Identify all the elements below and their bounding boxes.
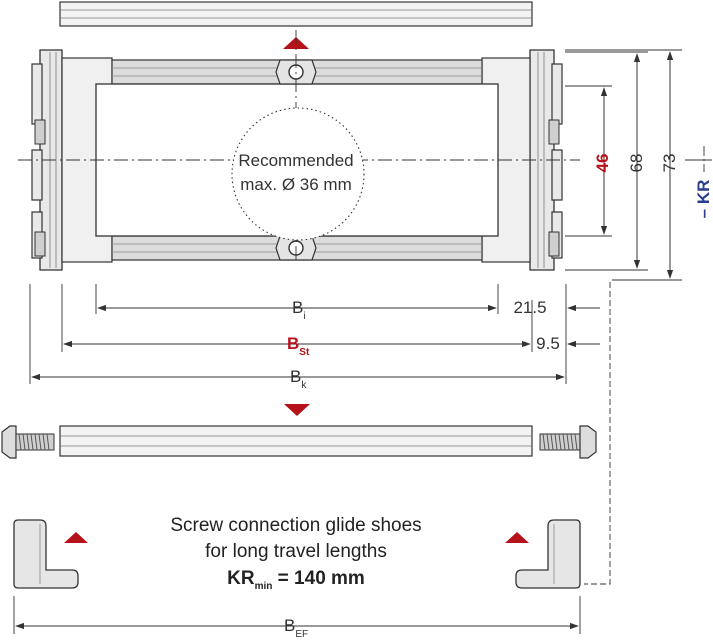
glide-shoe-arrow-right bbox=[505, 532, 529, 543]
dim-46-label: 46 bbox=[593, 154, 612, 173]
glide-shoe-right bbox=[515, 519, 581, 589]
recommended-label-line1: Recommended bbox=[238, 151, 353, 170]
kr-guide-line bbox=[584, 282, 611, 585]
kr-min-note: KRmin = 140 mm bbox=[227, 568, 365, 592]
chain-link-cross-section bbox=[18, 30, 580, 271]
bi-label: Bi bbox=[292, 298, 306, 322]
height-dimensions bbox=[565, 49, 712, 281]
recommended-cable-circle bbox=[231, 107, 365, 241]
left-screw bbox=[1, 425, 55, 459]
width-dimensions bbox=[29, 284, 600, 384]
right-screw bbox=[539, 425, 597, 459]
insert-direction-arrow-bottom bbox=[284, 404, 310, 416]
glide-shoe-left bbox=[13, 519, 79, 589]
bst-label: BSt bbox=[287, 334, 310, 358]
note-line2: for long travel lengths bbox=[205, 541, 387, 562]
dim-21-5-label: 21.5 bbox=[513, 298, 546, 317]
dim-68-label: 68 bbox=[627, 154, 646, 173]
dim-73-label: 73 bbox=[660, 154, 679, 173]
dim-9-5-label: 9.5 bbox=[536, 334, 560, 353]
bottom-crossbar-with-screws bbox=[1, 425, 597, 459]
note-line1: Screw connection glide shoes bbox=[170, 515, 421, 536]
dim-kr-label: – KR bbox=[694, 180, 713, 219]
recommended-label-line2: max. Ø 36 mm bbox=[240, 175, 351, 194]
glide-shoe-arrow-left bbox=[64, 532, 88, 543]
bk-label: Bk bbox=[290, 367, 307, 391]
bef-dimension bbox=[13, 596, 581, 634]
top-cover-strip bbox=[59, 1, 533, 27]
bef-label: BEF bbox=[284, 616, 308, 640]
